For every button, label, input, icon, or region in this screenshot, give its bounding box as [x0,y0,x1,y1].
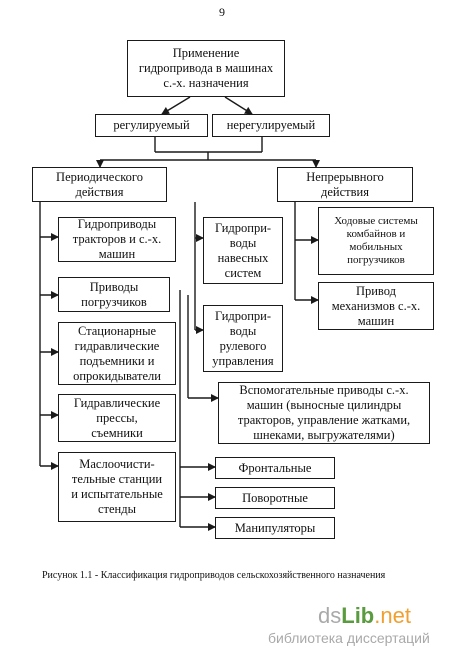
figure-caption: Рисунок 1.1 - Классификация гидроприводо… [42,570,386,581]
manipulators-box: Манипуляторы [215,517,335,539]
auxiliary-box: Вспомогательные приводы с.-х. машин (вын… [218,382,430,444]
regulated-box: регулируемый [95,114,208,137]
frontal-box: Фронтальные [215,457,335,479]
tractors-box: Гидроприводы тракторов и с.-х. машин [58,217,176,262]
watermark-logo[interactable]: dsLib.net [318,603,411,629]
loaders-box: Приводы погрузчиков [58,277,170,312]
arrow-root-regulated [161,96,191,115]
watermark-logo-prefix: ds [318,603,342,628]
mechanisms-box: Привод механизмов с.-х. машин [318,282,434,330]
watermark-logo-lib: Lib [341,603,375,628]
rotary-box: Поворотные [215,487,335,509]
presses-box: Гидравлические прессы, съемники [58,394,176,442]
steering-box: Гидропри- воды рулевого управления [203,305,283,372]
page-number: 9 [219,5,225,19]
root-box: Применение гидропривода в машинах с.-х. … [127,40,285,97]
running-box: Ходовые системы комбайнов и мобильных по… [318,207,434,275]
lifts-box: Стационарные гидравлические подъемники и… [58,322,176,385]
unregulated-box: нерегулируемый [212,114,330,137]
mounted-box: Гидропри- воды навесных систем [203,217,283,284]
periodic-box: Периодического действия [32,167,167,202]
continuous-box: Непрерывного действия [277,167,413,202]
arrow-root-unregulated [224,96,253,115]
cleaning-box: Маслоочисти- тельные станции и испытател… [58,452,176,522]
watermark-logo-suffix: .net [374,603,411,628]
watermark-subtitle: библиотека диссертаций [268,630,430,646]
